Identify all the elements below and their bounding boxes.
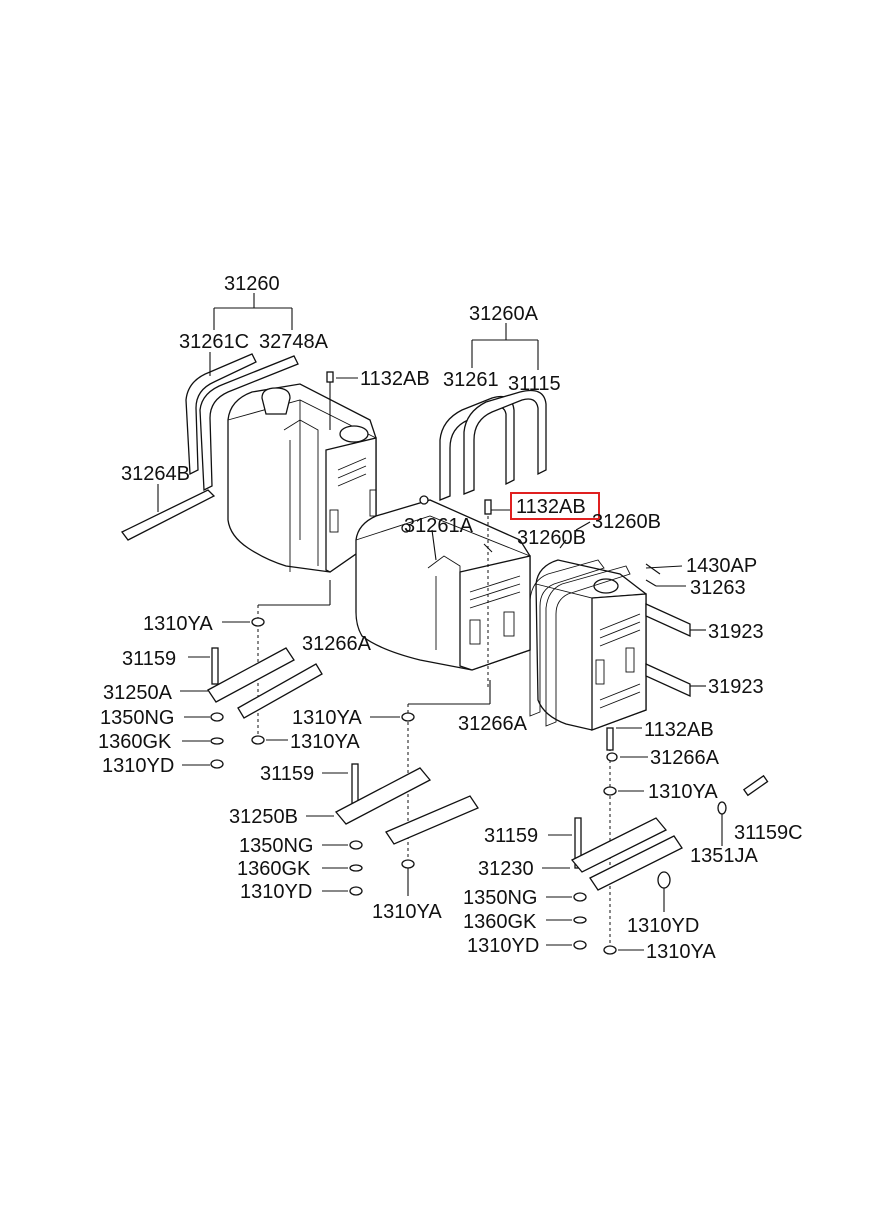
label-1132AB-highlighted: 1132AB: [516, 496, 586, 518]
pin-1430AP: [645, 565, 683, 569]
hardware-middle: [306, 499, 510, 896]
label-1350NG-1: 1350NG: [100, 707, 175, 729]
strap-31261: [439, 389, 547, 501]
label-31266A-3: 31266A: [650, 747, 720, 769]
label-31264B: 31264B: [121, 463, 190, 485]
label-1310YA-2: 1310YA: [292, 707, 362, 729]
label-31159-3: 31159: [484, 825, 538, 847]
label-31230: 31230: [478, 858, 534, 880]
hardware-right: [542, 727, 769, 955]
label-1350NG-2: 1350NG: [239, 835, 314, 857]
label-31260: 31260: [224, 273, 280, 295]
label-1360GK-1: 1360GK: [98, 731, 172, 753]
strap-31261C: [185, 352, 299, 492]
label-31261A: 31261A: [404, 515, 474, 537]
label-1132AB-right: 1132AB: [644, 719, 714, 741]
label-1310YA-4: 1310YA: [372, 901, 442, 923]
label-31260B-1: 31260B: [592, 511, 661, 533]
fuel-tank-right: [529, 559, 661, 731]
bracket-31260: [213, 293, 293, 330]
label-1360GK-3: 1360GK: [463, 911, 537, 933]
label-1310YA-6: 1310YA: [646, 941, 716, 963]
label-31159-1: 31159: [122, 648, 176, 670]
label-1310YD-2: 1310YD: [240, 881, 312, 903]
label-1310YD-3: 1310YD: [467, 935, 539, 957]
highlight-box: [510, 492, 600, 520]
label-31159C: 31159C: [734, 822, 803, 844]
label-1310YA-3: 1310YA: [290, 731, 360, 753]
label-31266A-2: 31266A: [458, 713, 528, 735]
label-1310YA-5: 1310YA: [648, 781, 718, 803]
label-31115: 31115: [508, 373, 561, 395]
fuel-tank-left: [227, 371, 377, 573]
label-1132AB-top: 1132AB: [360, 368, 430, 390]
label-31261C: 31261C: [179, 331, 249, 353]
label-31260A: 31260A: [469, 303, 539, 325]
label-1350NG-3: 1350NG: [463, 887, 538, 909]
pad-31264B: [121, 484, 216, 541]
label-31266A-1: 31266A: [302, 633, 372, 655]
label-1310YA-1: 1310YA: [143, 613, 213, 635]
label-1360GK-2: 1360GK: [237, 858, 311, 880]
label-1351JA: 1351JA: [690, 845, 758, 867]
label-31159-2: 31159: [260, 763, 314, 785]
bracket-31260A: [471, 323, 539, 370]
rail-31923-upper: [645, 602, 706, 638]
label-1310YD-4: 1310YD: [627, 915, 699, 937]
rail-31923-lower: [645, 662, 706, 698]
label-1430AP: 1430AP: [686, 555, 757, 577]
label-31250B: 31250B: [229, 806, 298, 828]
leader-lines: [336, 377, 686, 587]
label-31260B-2: 31260B: [517, 527, 586, 549]
label-31923-2: 31923: [708, 676, 764, 698]
label-31250A: 31250A: [103, 682, 173, 704]
label-31263: 31263: [690, 577, 746, 599]
label-1310YD-1: 1310YD: [102, 755, 174, 777]
label-32748A: 32748A: [259, 331, 329, 353]
label-31261: 31261: [443, 369, 499, 391]
hardware-left: [180, 580, 331, 769]
label-31923-1: 31923: [708, 621, 764, 643]
part-labels: 31260 31261C 32748A 1132AB 31260A 31261 …: [98, 273, 803, 963]
fuel-tank-middle: [355, 495, 531, 671]
